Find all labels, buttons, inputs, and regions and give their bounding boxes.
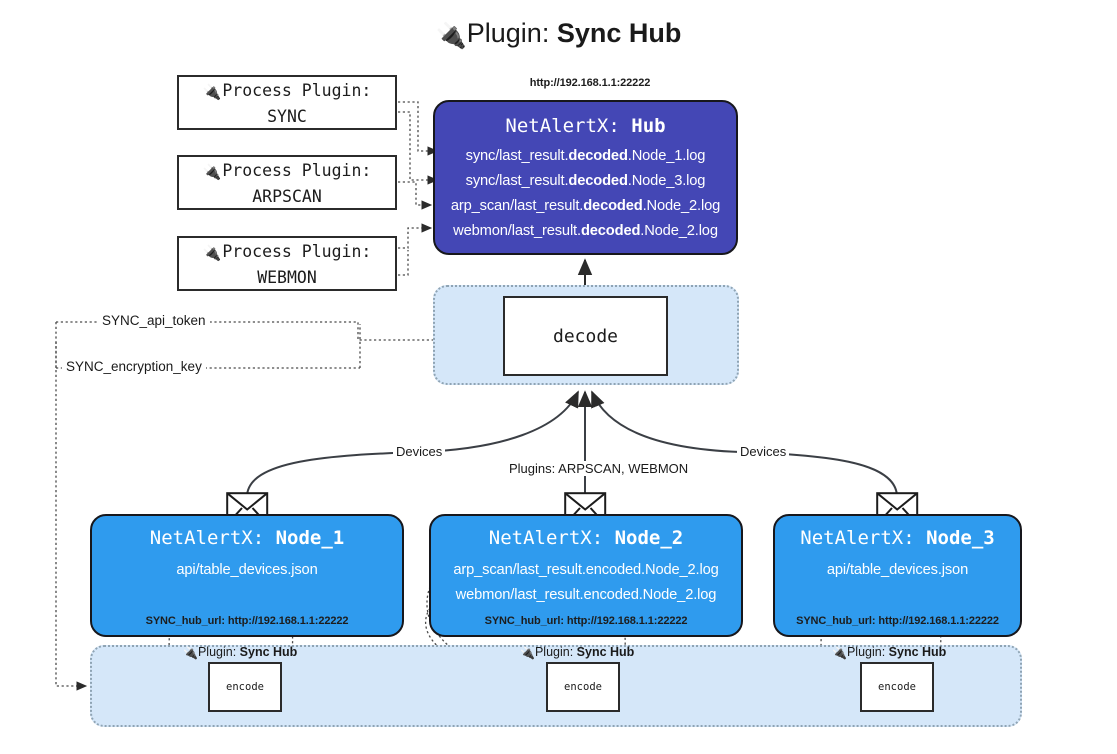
node-3-title: NetAlertX: Node_3 — [800, 527, 995, 549]
edge-encryption-key-to-band — [55, 322, 88, 691]
bottom-plugin-label-2: 🔌Plugin: Sync Hub — [520, 645, 635, 660]
hub-title-name: Hub — [631, 115, 666, 137]
node-1-file-list: api/table_devices.json — [92, 558, 402, 583]
node-1-title: NetAlertX: Node_1 — [149, 527, 345, 549]
node-1-hub-url: SYNC_hub_url: http://192.168.1.1:22222 — [145, 615, 349, 627]
node-2-title: NetAlertX: Node_2 — [488, 527, 684, 549]
node-box-node-2[interactable]: NetAlertX: Node_2 arp_scan/last_result.e… — [429, 514, 743, 637]
hub-url-label: http://192.168.1.1:22222 — [529, 77, 651, 89]
devices-left-label: Devices — [393, 444, 446, 459]
encode-box-node-1[interactable]: encode — [208, 662, 282, 712]
hub-title-prefix: NetAlertX: — [505, 115, 632, 137]
title-name: Sync Hub — [556, 18, 682, 48]
plug-icon: 🔌 — [832, 646, 847, 660]
process-plugin-webmon[interactable]: 🔌Process Plugin: WEBMON — [177, 236, 397, 291]
hub-file-row: arp_scan/last_result.decoded.Node_2.log — [450, 198, 721, 214]
process-plugin-arpscan[interactable]: 🔌Process Plugin: ARPSCAN — [177, 155, 397, 210]
process-plugin-sync-label: Process Plugin: — [222, 81, 372, 100]
node-file-row: api/table_devices.json — [176, 562, 318, 578]
edge-webmon-stub — [398, 250, 409, 276]
edge-webmon-to-hub — [398, 223, 433, 249]
node-box-node-3[interactable]: NetAlertX: Node_3 api/table_devices.json… — [773, 514, 1022, 637]
node-2-title-name: Node_2 — [614, 527, 684, 549]
bottom-plugin-label-3: 🔌Plugin: Sync Hub — [832, 645, 947, 660]
node-3-hub-url: SYNC_hub_url: http://192.168.1.1:22222 — [796, 615, 999, 627]
node-3-title-name: Node_3 — [926, 527, 995, 549]
hub-file-row: webmon/last_result.decoded.Node_2.log — [453, 223, 718, 239]
hub-file-row: sync/last_result.decoded.Node_3.log — [465, 173, 706, 189]
decode-box[interactable]: decode — [503, 296, 668, 376]
node-2-file-list: arp_scan/last_result.encoded.Node_2.log … — [431, 558, 741, 608]
edge-sync-to-hub-2 — [398, 111, 439, 185]
edge-sync-to-hub-1 — [398, 101, 439, 156]
node-file-row: arp_scan/last_result.encoded.Node_2.log — [453, 562, 719, 578]
title-prefix: Plugin: — [466, 18, 557, 48]
bottom-plugin-label-1: 🔌Plugin: Sync Hub — [183, 645, 298, 660]
process-plugin-arpscan-name: ARPSCAN — [252, 187, 322, 206]
plug-icon: 🔌 — [435, 22, 467, 50]
plug-icon: 🔌 — [202, 83, 222, 101]
encode-box-node-2[interactable]: encode — [546, 662, 620, 712]
plugins-center-label: Plugins: ARPSCAN, WEBMON — [506, 461, 692, 476]
process-plugin-arpscan-line1: 🔌Process Plugin: — [179, 158, 395, 184]
page-title: 🔌Plugin: Sync Hub — [0, 18, 1117, 50]
hub-file-row: sync/last_result.decoded.Node_1.log — [465, 148, 706, 164]
node-file-row: webmon/last_result.encoded.Node_2.log — [455, 587, 717, 603]
edge-arpscan-to-hub — [398, 181, 433, 210]
hub-title: NetAlertX: Hub — [435, 115, 736, 137]
process-plugin-sync-line1: 🔌Process Plugin: — [179, 78, 395, 104]
node-3-file-list: api/table_devices.json — [775, 558, 1020, 583]
node-file-row: api/table_devices.json — [826, 562, 969, 578]
hub-node[interactable]: NetAlertX: Hub sync/last_result.decoded.… — [433, 100, 738, 255]
node-1-title-name: Node_1 — [275, 527, 345, 549]
hub-file-list: sync/last_result.decoded.Node_1.log sync… — [435, 144, 736, 244]
process-plugin-webmon-line1: 🔌Process Plugin: — [179, 239, 395, 265]
process-plugin-arpscan-label: Process Plugin: — [222, 161, 372, 180]
devices-right-label: Devices — [737, 444, 790, 459]
process-plugin-sync[interactable]: 🔌Process Plugin: SYNC — [177, 75, 397, 130]
plug-icon: 🔌 — [520, 646, 535, 660]
sync-api-token-label: SYNC_api_token — [98, 313, 210, 328]
plug-icon: 🔌 — [202, 244, 222, 262]
sync-encryption-key-label: SYNC_encryption_key — [62, 359, 206, 374]
plug-icon: 🔌 — [183, 646, 198, 660]
node-2-hub-url: SYNC_hub_url: http://192.168.1.1:22222 — [484, 615, 688, 627]
node-box-node-1[interactable]: NetAlertX: Node_1 api/table_devices.json… — [90, 514, 404, 637]
process-plugin-webmon-label: Process Plugin: — [222, 242, 372, 261]
process-plugin-webmon-name: WEBMON — [257, 268, 317, 287]
plug-icon: 🔌 — [202, 163, 222, 181]
encode-box-node-3[interactable]: encode — [860, 662, 934, 712]
process-plugin-sync-name: SYNC — [267, 107, 307, 126]
